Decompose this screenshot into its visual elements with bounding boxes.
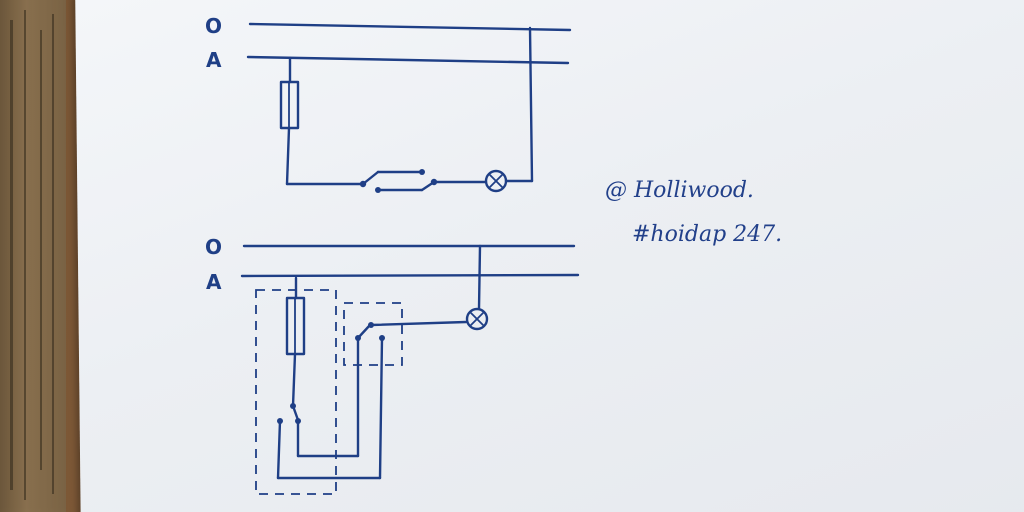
top-return-wire	[528, 26, 534, 183]
bottom-enclosure-left	[255, 289, 337, 495]
bottom-label-o: O	[205, 235, 223, 259]
bottom-lamp-feed	[369, 320, 468, 327]
bottom-lamp-return	[477, 244, 482, 311]
bottom-switch2-contact-b	[379, 335, 385, 341]
bottom-lamp	[465, 307, 489, 331]
bottom-traveller-outer-right	[378, 336, 384, 480]
bottom-traveller-outer-left	[276, 419, 282, 480]
top-circuit	[246, 22, 572, 193]
bottom-switch2-blade	[356, 323, 372, 340]
bottom-switch1-blade	[291, 404, 300, 422]
top-label-o: O	[205, 14, 223, 38]
top-switch-contact-2	[375, 187, 381, 193]
author-note: @ Holliwood.	[605, 178, 754, 203]
top-switch-blade-1	[361, 170, 380, 186]
ruler	[0, 0, 66, 512]
bottom-fuse-wire-lower	[291, 352, 297, 408]
bottom-line-a	[240, 273, 580, 278]
bottom-lamp-cross-2	[469, 311, 485, 327]
top-label-a: A	[206, 48, 222, 72]
ruler-markings	[10, 10, 54, 500]
tag-note: #hoidap 247.	[632, 222, 783, 247]
bottom-label-a: A	[206, 270, 222, 294]
top-line-o	[248, 22, 572, 32]
top-fuse-wire-lower	[285, 126, 291, 186]
top-line-a	[246, 55, 570, 65]
top-lamp-cross-2	[488, 173, 504, 189]
bottom-enclosure-right	[343, 302, 403, 366]
top-switch-contact-3	[419, 169, 425, 175]
bottom-circuit	[240, 244, 580, 495]
